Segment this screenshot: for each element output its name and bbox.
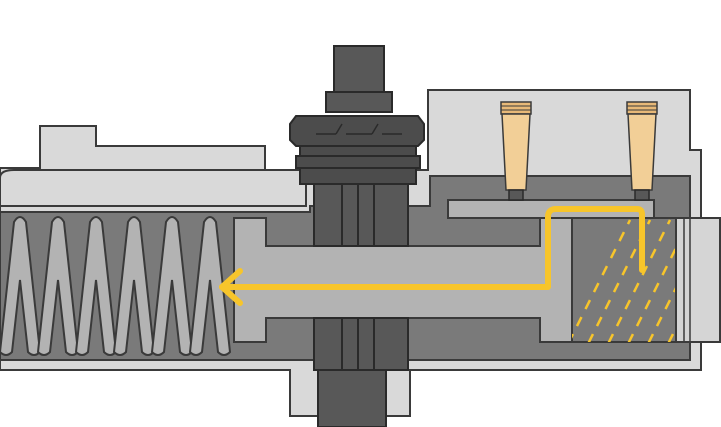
nozzle-left xyxy=(500,101,532,201)
spring xyxy=(0,216,232,356)
hex-nut xyxy=(289,115,425,185)
hex-nut-washer xyxy=(299,145,417,157)
stem-shaft-lower xyxy=(313,317,409,371)
spring-coil xyxy=(74,216,118,356)
stem-collar xyxy=(325,91,393,113)
filter-line xyxy=(607,219,672,342)
flow-arrow xyxy=(219,206,645,306)
filter-line xyxy=(627,245,676,342)
spring-coil xyxy=(112,216,156,356)
end-plug-body xyxy=(675,217,721,343)
filter-line xyxy=(587,219,652,342)
filter-line xyxy=(572,219,632,339)
nozzle-right xyxy=(626,101,658,201)
spring-coil xyxy=(36,216,80,356)
end-plug xyxy=(675,217,721,343)
nozzle-right-cap xyxy=(626,101,658,115)
spring-coil xyxy=(188,216,232,356)
hex-nut-body xyxy=(289,115,425,147)
spring-coil xyxy=(0,216,42,356)
hex-nut-edge xyxy=(371,123,379,135)
stem xyxy=(313,45,409,427)
stem-top xyxy=(333,45,385,97)
nozzle-left-cap xyxy=(500,101,532,115)
upper-sleeve xyxy=(0,169,307,207)
stem-bottom xyxy=(317,369,387,427)
hex-nut-washer xyxy=(295,155,421,169)
hex-nut-washer xyxy=(299,167,417,185)
nozzle-left-stem xyxy=(508,189,524,201)
flow-arrow-head xyxy=(219,268,243,306)
filter-line xyxy=(667,325,676,342)
nozzle-right-stem xyxy=(634,189,650,201)
stem-shaft-upper xyxy=(313,183,409,247)
flow-arrow-path xyxy=(219,206,645,290)
spring-coil xyxy=(150,216,194,356)
nozzle-right-body xyxy=(627,113,657,191)
nozzle-left-body xyxy=(501,113,531,191)
hex-nut-edge xyxy=(335,123,343,135)
